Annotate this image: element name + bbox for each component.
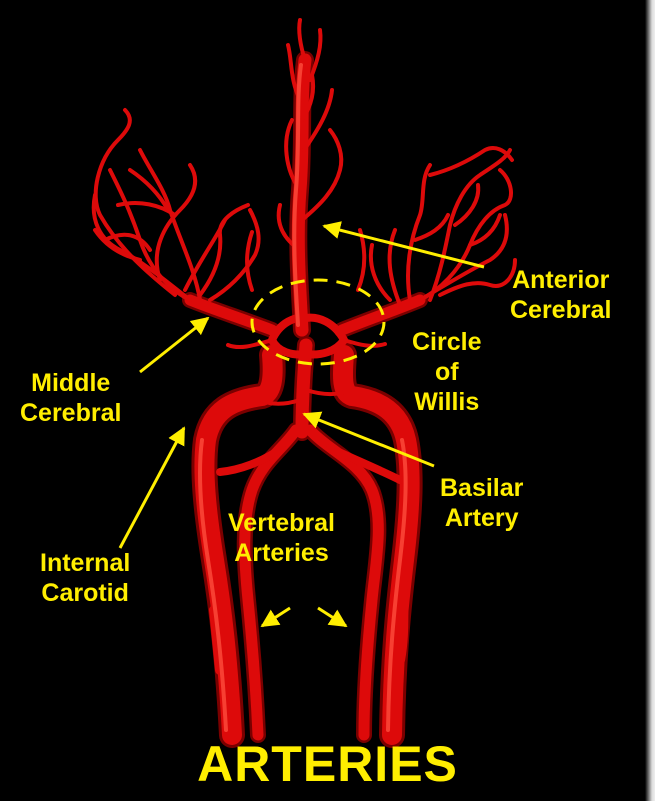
label-circle-of-willis: Circle of Willis [412, 327, 481, 417]
diagram-title: ARTERIES [0, 736, 655, 792]
vertebral-arrow-left [262, 608, 290, 626]
anterior-cerebral-arrow [324, 226, 484, 267]
label-basilar-artery: Basilar Artery [440, 473, 523, 533]
middle-cerebral-arrow [140, 318, 208, 372]
vertebral-arrow-right [318, 608, 346, 626]
right-middle-cerebral-artery [342, 300, 420, 330]
internal-carotid-arrow [120, 428, 184, 548]
label-internal-carotid: Internal Carotid [40, 548, 130, 608]
right-border [645, 0, 655, 801]
label-anterior-cerebral: Anterior Cerebral [510, 265, 611, 325]
label-middle-cerebral: Middle Cerebral [20, 368, 121, 428]
label-vertebral-arteries: Vertebral Arteries [228, 508, 335, 568]
